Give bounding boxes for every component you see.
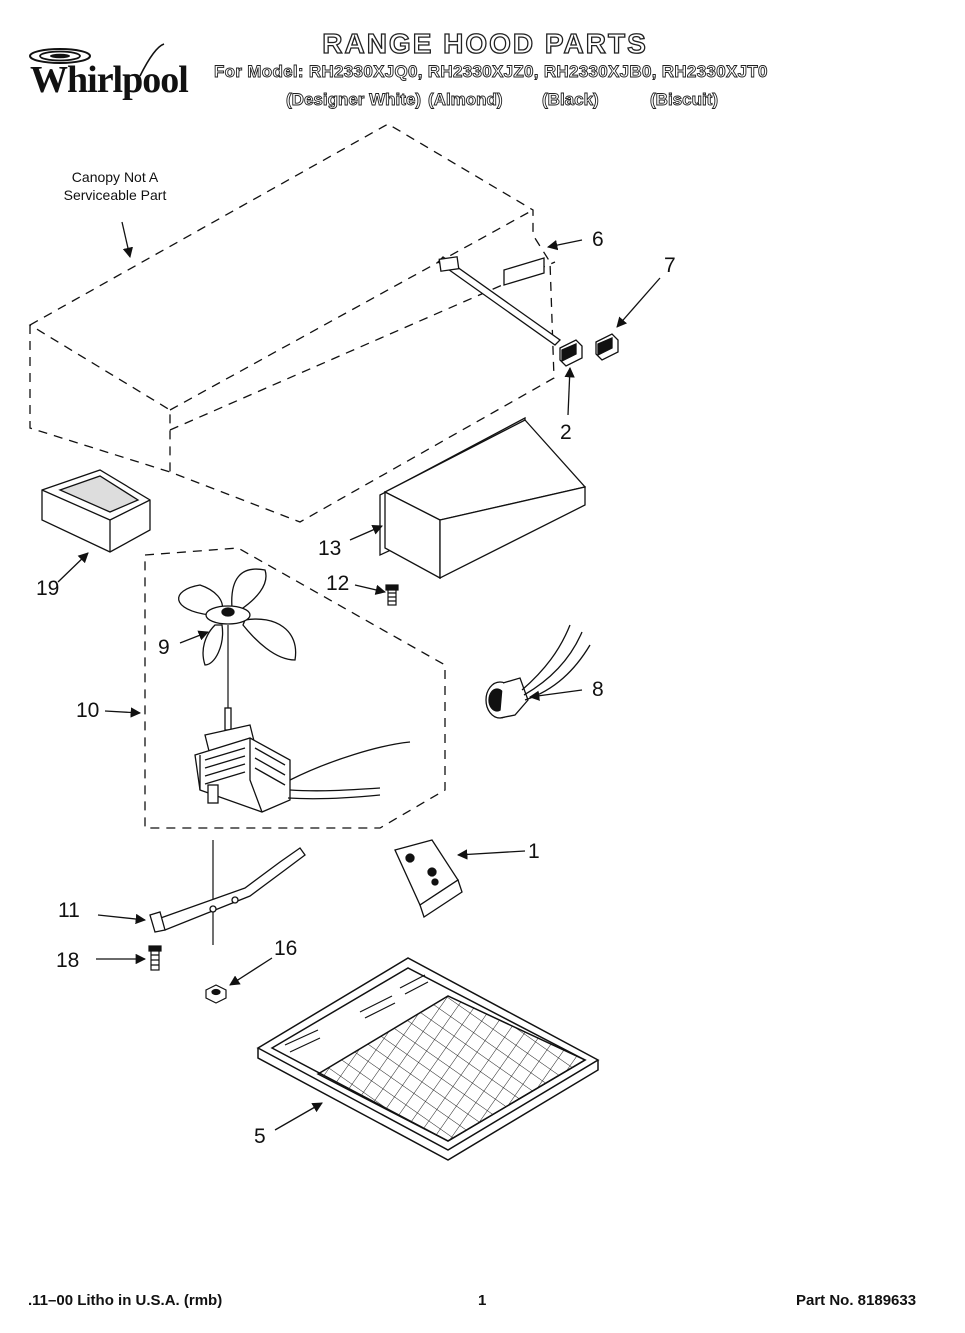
callout-13: 13 — [318, 537, 342, 560]
whirlpool-logo — [22, 36, 192, 106]
part-18-screw — [148, 945, 162, 971]
footer-page-number: 1 — [478, 1292, 487, 1309]
arrow-19 — [57, 552, 89, 583]
arrow-13 — [349, 524, 383, 541]
arrow-2 — [564, 366, 575, 416]
part-10-motor — [194, 707, 411, 813]
callout-10: 10 — [76, 699, 100, 722]
canopy-outline — [28, 123, 556, 523]
canopy-note-line1: Canopy Not A — [71, 169, 159, 185]
arrow-8 — [528, 689, 583, 701]
color-biscuit: (Biscuit) — [650, 90, 719, 110]
part-9-fan-blade — [178, 568, 297, 666]
arrow-9 — [179, 630, 209, 644]
callout-5: 5 — [254, 1125, 266, 1148]
part-10-motor-assembly-boundary — [144, 547, 446, 829]
part-5-grease-filter — [256, 957, 600, 1161]
part-12-screw — [385, 584, 399, 606]
callout-8: 8 — [592, 678, 604, 701]
arrow-11 — [97, 913, 147, 925]
canopy-arrow — [121, 221, 133, 259]
part-2-switch — [559, 339, 583, 367]
part-16-nut — [205, 984, 227, 1004]
color-almond: (Almond) — [428, 90, 503, 110]
arrow-16 — [229, 957, 273, 986]
part-6-nameplate — [436, 256, 562, 346]
callout-19: 19 — [36, 577, 60, 600]
canopy-note-line2: Serviceable Part — [63, 187, 167, 203]
callout-16: 16 — [274, 937, 298, 960]
arrow-7 — [616, 277, 661, 328]
part-19-lens — [41, 469, 151, 553]
canopy-note: Canopy Not A Serviceable Part — [30, 168, 200, 204]
callout-6: 6 — [592, 228, 604, 251]
arrow-12 — [354, 584, 387, 595]
footer-part-number: Part No. 8189633 — [796, 1292, 917, 1309]
arrow-6 — [546, 239, 583, 251]
brand-name: Whirlpool — [30, 59, 189, 101]
callout-9: 9 — [158, 636, 170, 659]
arrow-10 — [104, 707, 142, 718]
color-black: (Black) — [542, 90, 600, 110]
footer-litho: .11–00 Litho in U.S.A. (rmb) — [28, 1292, 223, 1309]
arrow-1 — [456, 849, 526, 860]
part-13-damper-box — [379, 416, 587, 580]
page-title: RANGE HOOD PARTS — [322, 27, 648, 59]
callout-2: 2 — [560, 421, 572, 444]
model-list: For Model: RH2330XJQ0, RH2330XJZ0, RH233… — [214, 62, 768, 82]
callout-1: 1 — [528, 840, 540, 863]
logo-swirl-icon — [29, 43, 165, 77]
callout-12: 12 — [326, 572, 350, 595]
part-11-bracket — [149, 847, 306, 933]
callout-18: 18 — [56, 949, 80, 972]
part-1-terminal-block — [394, 839, 463, 919]
callout-7: 7 — [664, 254, 676, 277]
part-8-connector — [485, 624, 591, 719]
arrow-5 — [274, 1102, 323, 1131]
part-7-switch — [595, 333, 619, 361]
color-designer-white: (Designer White) — [286, 90, 422, 110]
callout-11: 11 — [58, 899, 80, 922]
